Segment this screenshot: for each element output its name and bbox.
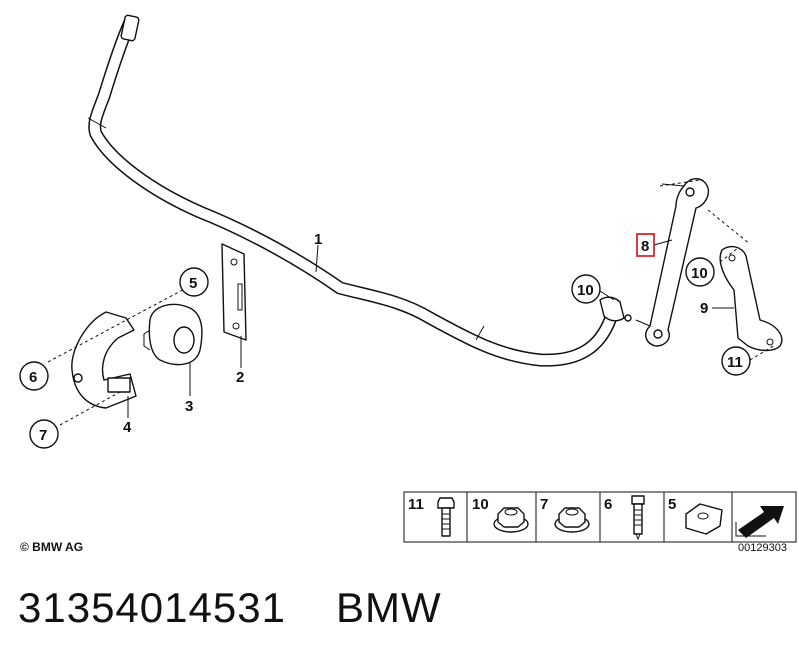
legend-number-10: 10 <box>472 496 489 513</box>
legend-number-5: 5 <box>668 496 676 513</box>
legend-number-7: 7 <box>540 496 548 513</box>
leader-lines <box>127 239 734 418</box>
arrow-icon <box>735 506 784 538</box>
flange-nut-icon <box>493 507 529 533</box>
callouts: 1 2 3 4 9 5 6 7 10 10 11 8 <box>19 231 751 449</box>
callout-7: 7 <box>39 427 47 444</box>
highlight-box <box>636 233 655 257</box>
stabilizer-bar <box>87 14 632 367</box>
copyright-label: © BMW AG <box>20 540 84 554</box>
guide-lines <box>47 179 776 426</box>
callout-11: 11 <box>727 354 743 371</box>
callout-9: 9 <box>700 300 708 317</box>
screw-icon <box>631 495 645 541</box>
square-nut-icon <box>685 503 723 535</box>
callout-4: 4 <box>123 419 132 436</box>
callout-10-right: 10 <box>691 265 708 282</box>
legend-number-11: 11 <box>408 496 424 513</box>
bushing-bracket <box>71 311 137 409</box>
diagram-reference-number: 00129303 <box>738 542 787 554</box>
callout-2: 2 <box>236 369 244 386</box>
callout-3: 3 <box>185 398 193 415</box>
callout-8: 8 <box>641 238 649 255</box>
callout-5: 5 <box>189 275 197 292</box>
part-number: 31354014531 <box>18 584 286 631</box>
bolt-icon <box>437 497 455 537</box>
callout-1: 1 <box>314 231 322 248</box>
bracket-plate <box>221 243 247 341</box>
link-rod <box>635 178 710 347</box>
brand-name: BMW <box>335 584 442 631</box>
callout-10-left: 10 <box>577 282 594 299</box>
part-number-line: 31354014531 BMW <box>18 584 492 632</box>
callout-6: 6 <box>29 369 37 386</box>
swing-arm-mount <box>719 245 783 352</box>
rubber-bushing <box>143 303 203 366</box>
fastener-legend: 11 10 7 6 5 <box>403 491 797 543</box>
legend-number-6: 6 <box>604 496 612 513</box>
flange-nut-icon <box>554 507 590 533</box>
